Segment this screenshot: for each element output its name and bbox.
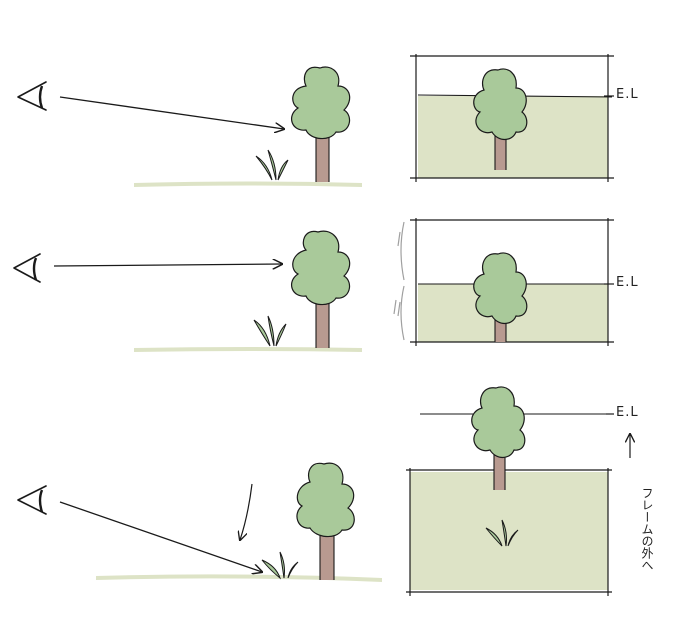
ground-fill (410, 472, 608, 590)
grass-icon (485, 519, 519, 547)
sight-line (53, 264, 282, 266)
out-of-frame-note: フレームの外へ (640, 487, 654, 571)
grass-icon (255, 149, 289, 181)
down-arrow (240, 483, 253, 540)
eye-icon (17, 485, 47, 515)
eye-level-label: E.L (616, 275, 639, 290)
eye-level-label: E.L (616, 405, 639, 420)
ground-strip (96, 574, 382, 582)
sight-line (59, 96, 284, 129)
ground-strip (134, 181, 362, 187)
eye-icon (17, 81, 47, 111)
eye-pupil (38, 489, 44, 513)
gray-shift-marks (393, 221, 405, 341)
tree-icon (471, 386, 526, 490)
row1-frame-view (410, 54, 614, 182)
ground-strip (134, 347, 362, 352)
eye-level-label: E.L (616, 87, 639, 102)
tree-icon (473, 252, 528, 342)
eye-pupil (32, 257, 38, 281)
row1-side-view (17, 66, 362, 187)
row3-frame-view (406, 386, 630, 596)
row2-frame-view (393, 218, 614, 346)
grass-icon (261, 551, 299, 580)
eye-pupil (38, 85, 44, 109)
sight-line (59, 501, 262, 572)
tree-icon (290, 230, 351, 348)
row2-side-view (13, 230, 362, 352)
tree-icon (296, 462, 355, 580)
tree-icon (473, 68, 528, 170)
eye-icon (13, 253, 41, 283)
tree-icon (290, 66, 351, 182)
row3-side-view (17, 462, 382, 582)
grass-icon (253, 315, 287, 347)
